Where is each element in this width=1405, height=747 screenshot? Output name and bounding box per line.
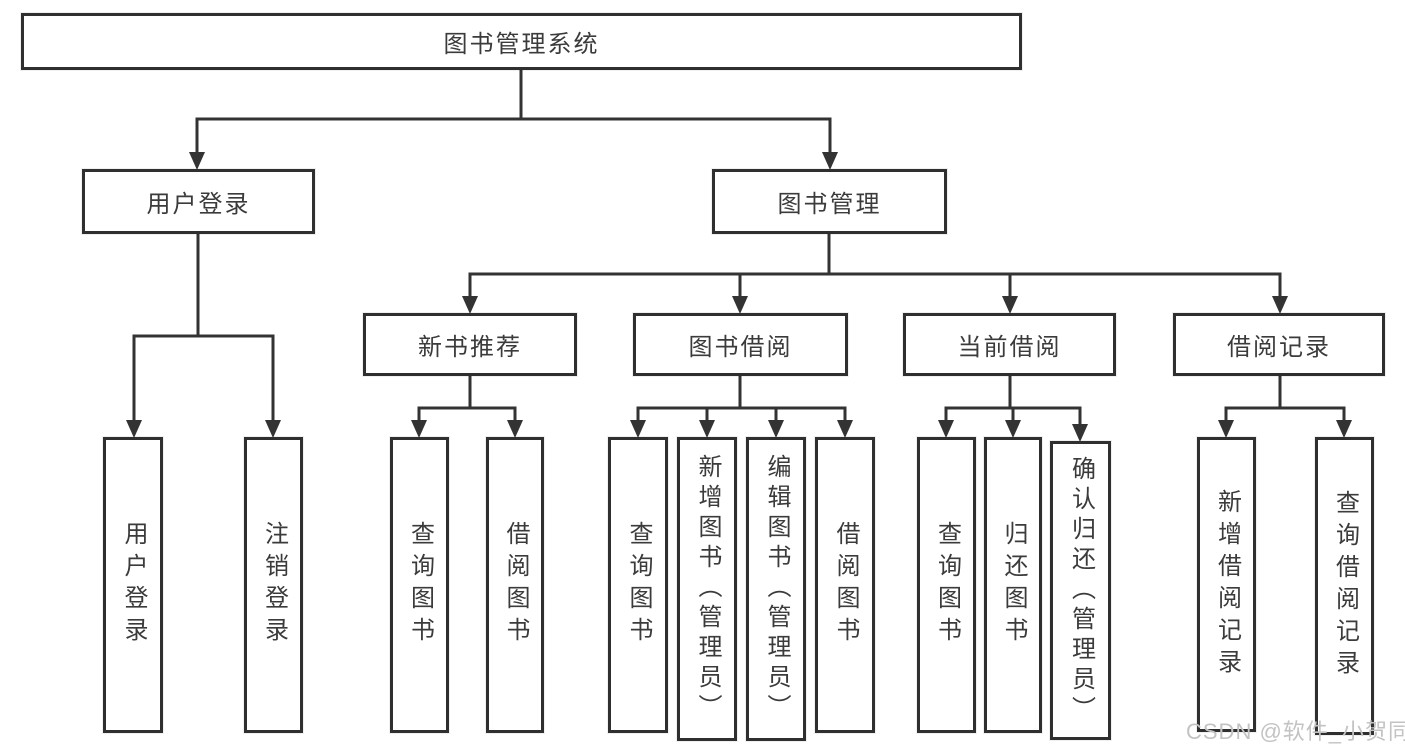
leaf-current-query-books: 查询图书: [917, 437, 976, 733]
node-new-book-recommend: 新书推荐: [363, 313, 577, 376]
leaf-borrow-query-books-label: 查询图书: [625, 521, 652, 649]
leaf-user-login: 用户登录: [103, 437, 163, 733]
leaf-record-query-borrow-record: 查询借阅记录: [1315, 437, 1374, 735]
leaf-newbook-query-books-label: 查询图书: [406, 521, 434, 649]
leaf-borrow-borrow-books: 借阅图书: [815, 437, 875, 733]
node-borrow-record: 借阅记录: [1173, 313, 1385, 376]
leaf-borrow-add-books-admin: 新增图书（管理员）: [677, 437, 737, 741]
leaf-current-return-books-label: 归还图书: [1000, 521, 1027, 649]
leaf-newbook-query-books: 查询图书: [390, 437, 449, 733]
node-book-management-label: 图书管理: [777, 191, 882, 218]
leaf-record-add-borrow-record: 新增借阅记录: [1197, 437, 1256, 732]
leaf-newbook-borrow-books: 借阅图书: [486, 437, 544, 733]
node-root: 图书管理系统: [21, 13, 1022, 70]
leaf-borrow-edit-books-admin-label: 编辑图书（管理员）: [763, 454, 790, 724]
leaf-current-return-books: 归还图书: [984, 437, 1042, 733]
leaf-current-confirm-return-admin: 确认归还（管理员）: [1050, 441, 1111, 740]
node-new-book-recommend-label: 新书推荐: [418, 334, 522, 361]
node-current-borrow: 当前借阅: [903, 313, 1116, 376]
arrowheads: [126, 152, 1352, 442]
leaf-logout: 注销登录: [244, 437, 303, 733]
leaf-logout-label: 注销登录: [260, 521, 288, 649]
leaf-borrow-query-books: 查询图书: [608, 437, 668, 733]
leaf-borrow-add-books-admin-label: 新增图书（管理员）: [694, 454, 721, 724]
node-book-borrow-label: 图书借阅: [688, 334, 793, 361]
node-root-label: 图书管理系统: [443, 31, 600, 58]
leaf-user-login-label: 用户登录: [120, 521, 147, 649]
leaf-borrow-borrow-books-label: 借阅图书: [832, 521, 859, 649]
node-book-borrow: 图书借阅: [633, 313, 848, 376]
leaf-record-query-borrow-record-label: 查询借阅记录: [1331, 490, 1359, 682]
leaf-current-confirm-return-admin-label: 确认归还（管理员）: [1067, 455, 1095, 726]
node-current-borrow-label: 当前借阅: [957, 334, 1062, 361]
node-user-login: 用户登录: [82, 169, 315, 234]
node-book-management: 图书管理: [712, 169, 947, 234]
leaf-current-query-books-label: 查询图书: [933, 521, 961, 649]
leaf-newbook-borrow-books-label: 借阅图书: [502, 521, 529, 649]
node-user-login-label: 用户登录: [146, 191, 251, 218]
leaf-borrow-edit-books-admin: 编辑图书（管理员）: [746, 437, 806, 741]
leaf-record-add-borrow-record-label: 新增借阅记录: [1213, 488, 1241, 681]
node-borrow-record-label: 借阅记录: [1227, 334, 1331, 361]
csdn-watermark: CSDN @软件_小贺同学: [1186, 719, 1405, 744]
